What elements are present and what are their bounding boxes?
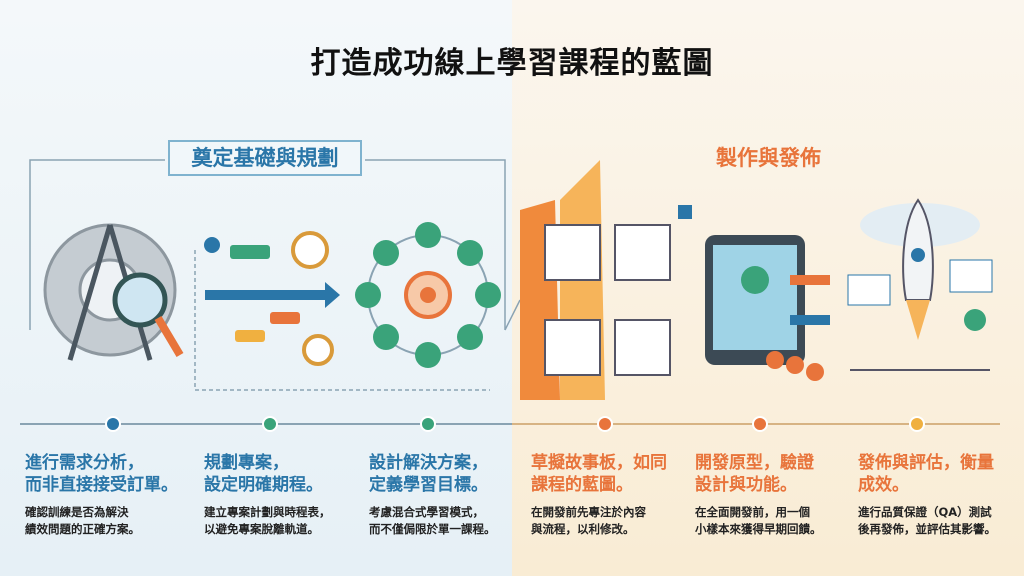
heading-line: 成效。 bbox=[858, 475, 909, 495]
timeline-dot bbox=[262, 416, 278, 432]
timeline-dot bbox=[105, 416, 121, 432]
body-line: 建立專案計劃與時程表， bbox=[204, 505, 331, 519]
body-line: 以避免專案脫離軌道。 bbox=[204, 522, 319, 536]
step-needs-analysis: 進行需求分析，而非直接接受訂單。 確認訓練是否為解決績效問題的正確方案。 bbox=[25, 452, 185, 538]
storyboard-icon bbox=[520, 160, 692, 400]
heading-line: 規劃專案， bbox=[204, 453, 289, 473]
heading-line: 進行需求分析， bbox=[25, 453, 144, 473]
step-body: 在開發前先專注於內容與流程，以利修改。 bbox=[531, 504, 691, 538]
timeline-dot bbox=[752, 416, 768, 432]
gear-compass-icon bbox=[43, 223, 184, 361]
body-line: 小樣本來獲得早期回饋。 bbox=[695, 522, 822, 536]
step-prototype: 開發原型，驗證設計與功能。 在全面開發前，用一個小樣本來獲得早期回饋。 bbox=[695, 452, 855, 538]
body-line: 進行品質保證（QA）測試 bbox=[858, 505, 992, 519]
step-heading: 發佈與評估，衡量成效。 bbox=[858, 452, 1018, 496]
step-body: 進行品質保證（QA）測試後再發佈，並評估其影響。 bbox=[858, 504, 1018, 538]
prototype-tablet-icon bbox=[705, 235, 830, 381]
body-line: 與流程，以利修改。 bbox=[531, 522, 635, 536]
heading-line: 發佈與評估，衡量 bbox=[858, 453, 994, 473]
timeline-dot bbox=[909, 416, 925, 432]
step-body: 建立專案計劃與時程表， 以避免專案脫離軌道。 bbox=[204, 504, 364, 538]
body-line: 而不僅侷限於單一課程。 bbox=[369, 522, 496, 536]
heading-line: 而非直接接受訂單。 bbox=[25, 475, 178, 495]
section-title-planning: 奠定基礎與規劃 bbox=[168, 140, 362, 176]
body-line: 在全面開發前，用一個 bbox=[695, 505, 810, 519]
step-storyboard: 草擬故事板，如同課程的藍圖。 在開發前先專注於內容與流程，以利修改。 bbox=[531, 452, 691, 538]
section-title-production: 製作與發佈 bbox=[716, 146, 821, 170]
body-line: 在開發前先專注於內容 bbox=[531, 505, 646, 519]
heading-line: 課程的藍圖。 bbox=[531, 475, 633, 495]
step-launch-evaluate: 發佈與評估，衡量成效。 進行品質保證（QA）測試後再發佈，並評估其影響。 bbox=[858, 452, 1018, 538]
body-line: 績效問題的正確方案。 bbox=[25, 522, 140, 536]
body-line: 確認訓練是否為解決 bbox=[25, 505, 129, 519]
timeline-plan-icon bbox=[204, 231, 340, 366]
rocket-launch-icon bbox=[847, 198, 993, 371]
heading-line: 草擬故事板，如同 bbox=[531, 453, 667, 473]
body-line: 考慮混合式學習模式， bbox=[369, 505, 484, 519]
timeline bbox=[20, 416, 1000, 432]
step-body: 考慮混合式學習模式， 而不僅侷限於單一課程。 bbox=[369, 504, 529, 538]
step-project-plan: 規劃專案，設定明確期程。 建立專案計劃與時程表， 以避免專案脫離軌道。 bbox=[204, 452, 364, 538]
target-hub-icon bbox=[355, 222, 501, 368]
step-heading: 草擬故事板，如同課程的藍圖。 bbox=[531, 452, 691, 496]
page-title: 打造成功線上學習課程的藍圖 bbox=[310, 46, 714, 81]
step-heading: 設計解決方案，定義學習目標。 bbox=[369, 452, 529, 496]
timeline-dot bbox=[597, 416, 613, 432]
timeline-dot bbox=[420, 416, 436, 432]
step-design-solution: 設計解決方案，定義學習目標。 考慮混合式學習模式， 而不僅侷限於單一課程。 bbox=[369, 452, 529, 538]
body-line: 後再發佈，並評估其影響。 bbox=[858, 522, 996, 536]
heading-line: 設計與功能。 bbox=[695, 475, 797, 495]
step-heading: 規劃專案，設定明確期程。 bbox=[204, 452, 364, 496]
heading-line: 定義學習目標。 bbox=[369, 475, 488, 495]
heading-line: 開發原型，驗證 bbox=[695, 453, 814, 473]
step-body: 在全面開發前，用一個小樣本來獲得早期回饋。 bbox=[695, 504, 855, 538]
step-heading: 進行需求分析，而非直接接受訂單。 bbox=[25, 452, 185, 496]
heading-line: 設計解決方案， bbox=[369, 453, 488, 473]
step-heading: 開發原型，驗證設計與功能。 bbox=[695, 452, 855, 496]
heading-line: 設定明確期程。 bbox=[204, 475, 323, 495]
step-body: 確認訓練是否為解決績效問題的正確方案。 bbox=[25, 504, 185, 538]
